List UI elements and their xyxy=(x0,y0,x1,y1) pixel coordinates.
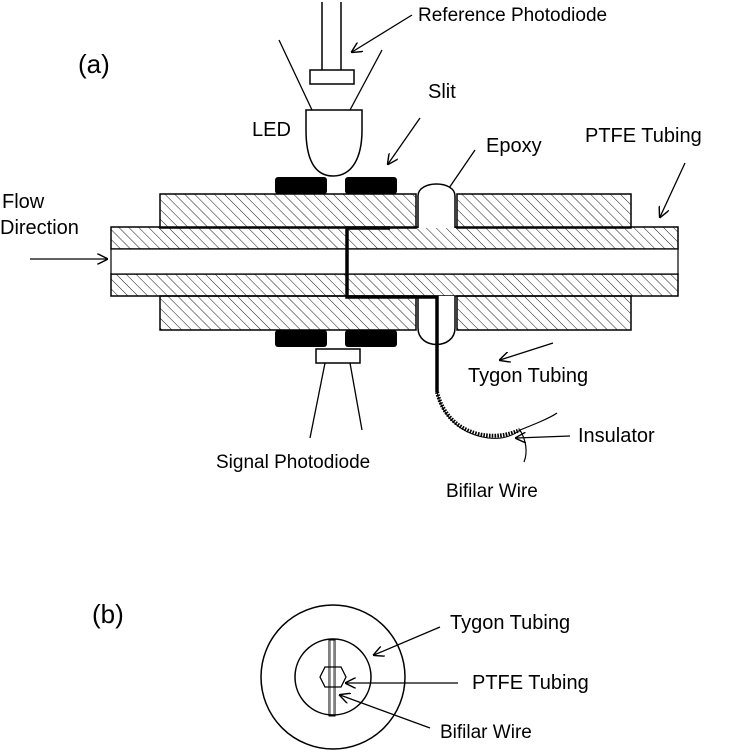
led-light-line-right xyxy=(349,49,383,111)
insulated-wire-edge xyxy=(436,391,521,439)
tygon-tubing-arrow xyxy=(500,342,554,360)
insulated-wire xyxy=(435,391,521,438)
led-shape xyxy=(305,109,363,177)
insulator-arrow xyxy=(516,436,571,438)
ptfe-tubing-bottom-wall xyxy=(110,273,679,297)
slit-blocks-bottom xyxy=(275,330,397,347)
signal-photodiode xyxy=(309,348,363,439)
bifilar-wire-label: Bifilar Wire xyxy=(446,481,538,502)
slit-blocks-top xyxy=(275,177,397,194)
flow-channel xyxy=(110,248,679,275)
tygon-tubing-arrow-b xyxy=(374,626,441,655)
panel-a-label: (a) xyxy=(78,49,110,79)
bifilar-wire-label-b: Bifilar Wire xyxy=(440,722,532,743)
reference-photodiode xyxy=(309,2,355,85)
tygon-tubing-label: Tygon Tubing xyxy=(468,365,588,387)
bifilar-wire-arrow-b xyxy=(340,695,431,729)
tygon-tubing-bottom xyxy=(159,295,632,331)
led-label: LED xyxy=(252,119,291,141)
slit-label: Slit xyxy=(428,81,456,103)
signal-photodiode-label: Signal Photodiode xyxy=(216,452,370,473)
slit-arrow xyxy=(388,117,421,164)
insulator-label: Insulator xyxy=(578,425,655,447)
flow-label-line1: Flow xyxy=(2,191,45,213)
panel-b-label: (b) xyxy=(92,599,124,629)
ptfe-tubing-arrow xyxy=(660,162,686,217)
tygon-tubing-label-b: Tygon Tubing xyxy=(450,612,570,634)
reference-photodiode-label: Reference Photodiode xyxy=(418,5,607,26)
epoxy-blob-top xyxy=(417,183,456,228)
flow-label-line2: Direction xyxy=(0,217,79,239)
led-light-line-left xyxy=(278,39,313,111)
cross-section xyxy=(260,604,406,750)
ptfe-tubing-label: PTFE Tubing xyxy=(585,125,702,147)
sensor-wire xyxy=(345,226,439,392)
bifilar-wire-cross-section xyxy=(328,639,336,717)
ptfe-tubing-label-b: PTFE Tubing xyxy=(472,672,589,694)
ptfe-tubing-top-wall xyxy=(110,226,679,250)
tygon-tubing-top xyxy=(159,193,632,229)
reference-photodiode-arrow xyxy=(352,14,413,52)
bifilar-wire-strand-upper xyxy=(519,412,558,431)
epoxy-label: Epoxy xyxy=(486,135,542,157)
bifilar-wire-strand-lower xyxy=(519,429,527,463)
